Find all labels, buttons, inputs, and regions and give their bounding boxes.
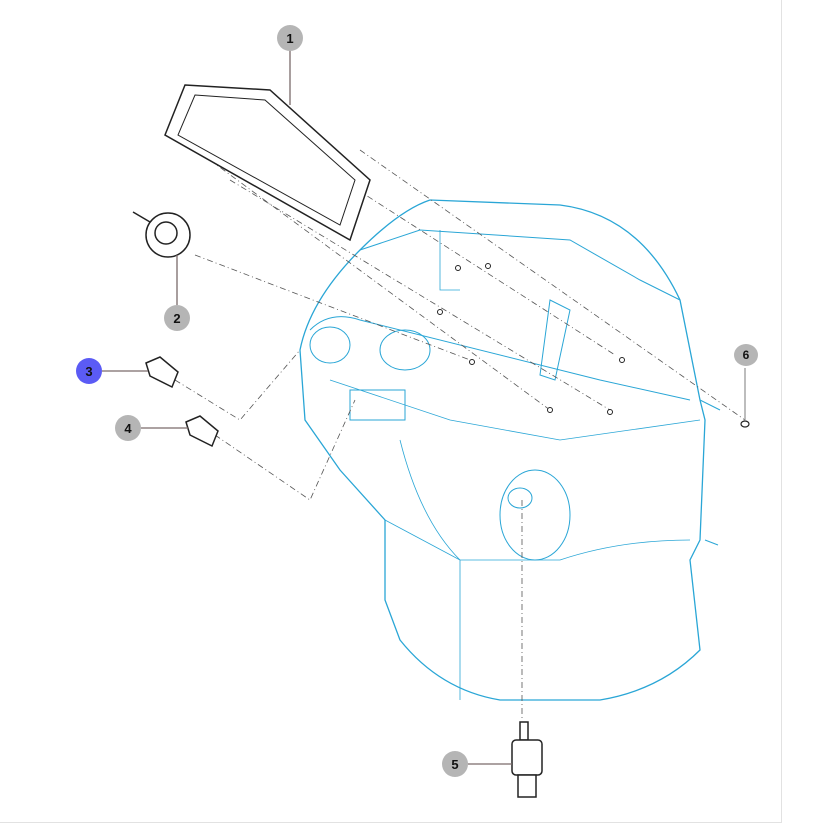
- screw-part: [740, 420, 750, 428]
- ignition-switch-part: [511, 721, 543, 798]
- callout-3[interactable]: 3: [76, 358, 102, 384]
- callout-4[interactable]: 4: [115, 415, 141, 441]
- front-cover-housing: [299, 199, 721, 701]
- callout-1[interactable]: 1: [277, 25, 303, 51]
- button-switch-part-4: [185, 415, 219, 448]
- callout-5[interactable]: 5: [442, 751, 468, 777]
- switch-knob-part: [132, 211, 191, 258]
- diagram-frame: [0, 0, 782, 823]
- callout-6[interactable]: 6: [734, 344, 758, 366]
- housing-screws: [437, 263, 625, 415]
- callout-leaders: [102, 50, 746, 765]
- button-switch-part-3: [145, 356, 179, 389]
- callout-2[interactable]: 2: [164, 305, 190, 331]
- instrument-cluster-part: [164, 84, 371, 242]
